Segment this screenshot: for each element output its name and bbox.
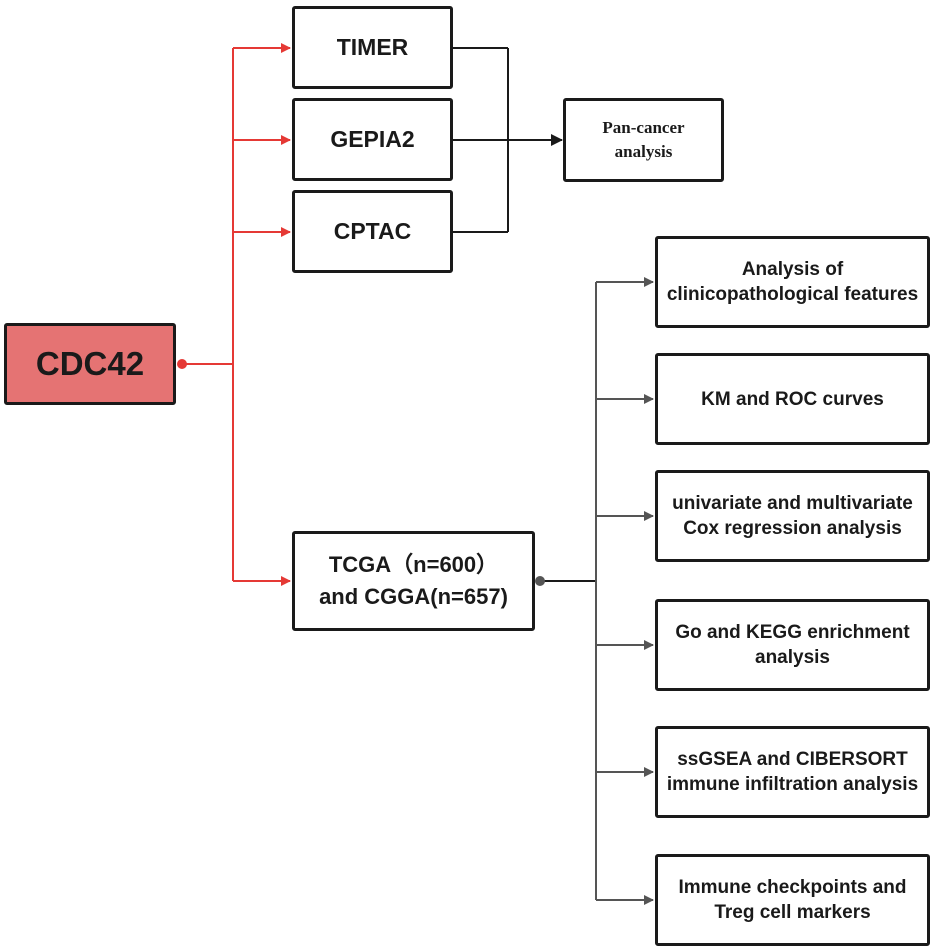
pan-cancer-label: Pan-cancer analysis: [602, 118, 685, 161]
database-node-cptac: CPTAC: [292, 190, 453, 273]
analysis-node-immune-checkpoints: Immune checkpoints and Treg cell markers: [655, 854, 930, 946]
root-node-label: CDC42: [35, 345, 145, 382]
database-node-label: GEPIA2: [330, 126, 415, 152]
cohort-node: TCGA（n=600） and CGGA(n=657): [292, 531, 535, 631]
analysis-node-label: Go and KEGG enrichment analysis: [675, 622, 910, 668]
analysis-node-immune-infiltration: ssGSEA and CIBERSORT immune infiltration…: [655, 726, 930, 818]
cohort-origin-dot: [535, 576, 545, 586]
analysis-node-label: Analysis of clinicopathological features: [666, 259, 919, 305]
analysis-node-label: univariate and multivariate Cox regressi…: [672, 493, 913, 539]
root-origin-dot: [177, 359, 187, 369]
analysis-connectors: [595, 277, 654, 905]
database-connectors: [453, 47, 563, 233]
analysis-node-label: Immune checkpoints and Treg cell markers: [678, 877, 907, 923]
analysis-node-label: KM and ROC curves: [701, 388, 884, 410]
analysis-node-km-roc: KM and ROC curves: [655, 353, 930, 445]
root-node-cdc42: CDC42: [4, 323, 176, 405]
analysis-node-clinicopathological: Analysis of clinicopathological features: [655, 236, 930, 328]
analysis-node-go-kegg: Go and KEGG enrichment analysis: [655, 599, 930, 691]
analysis-node-cox-regression: univariate and multivariate Cox regressi…: [655, 470, 930, 562]
database-node-gepia2: GEPIA2: [292, 98, 453, 181]
cohort-label: TCGA（n=600） and CGGA(n=657): [319, 552, 508, 609]
database-node-label: TIMER: [336, 34, 409, 60]
database-node-label: CPTAC: [333, 218, 412, 244]
analysis-node-label: ssGSEA and CIBERSORT immune infiltration…: [666, 749, 919, 795]
database-node-timer: TIMER: [292, 6, 453, 89]
root-connectors: [182, 43, 291, 586]
pan-cancer-node: Pan-cancer analysis: [563, 98, 724, 182]
